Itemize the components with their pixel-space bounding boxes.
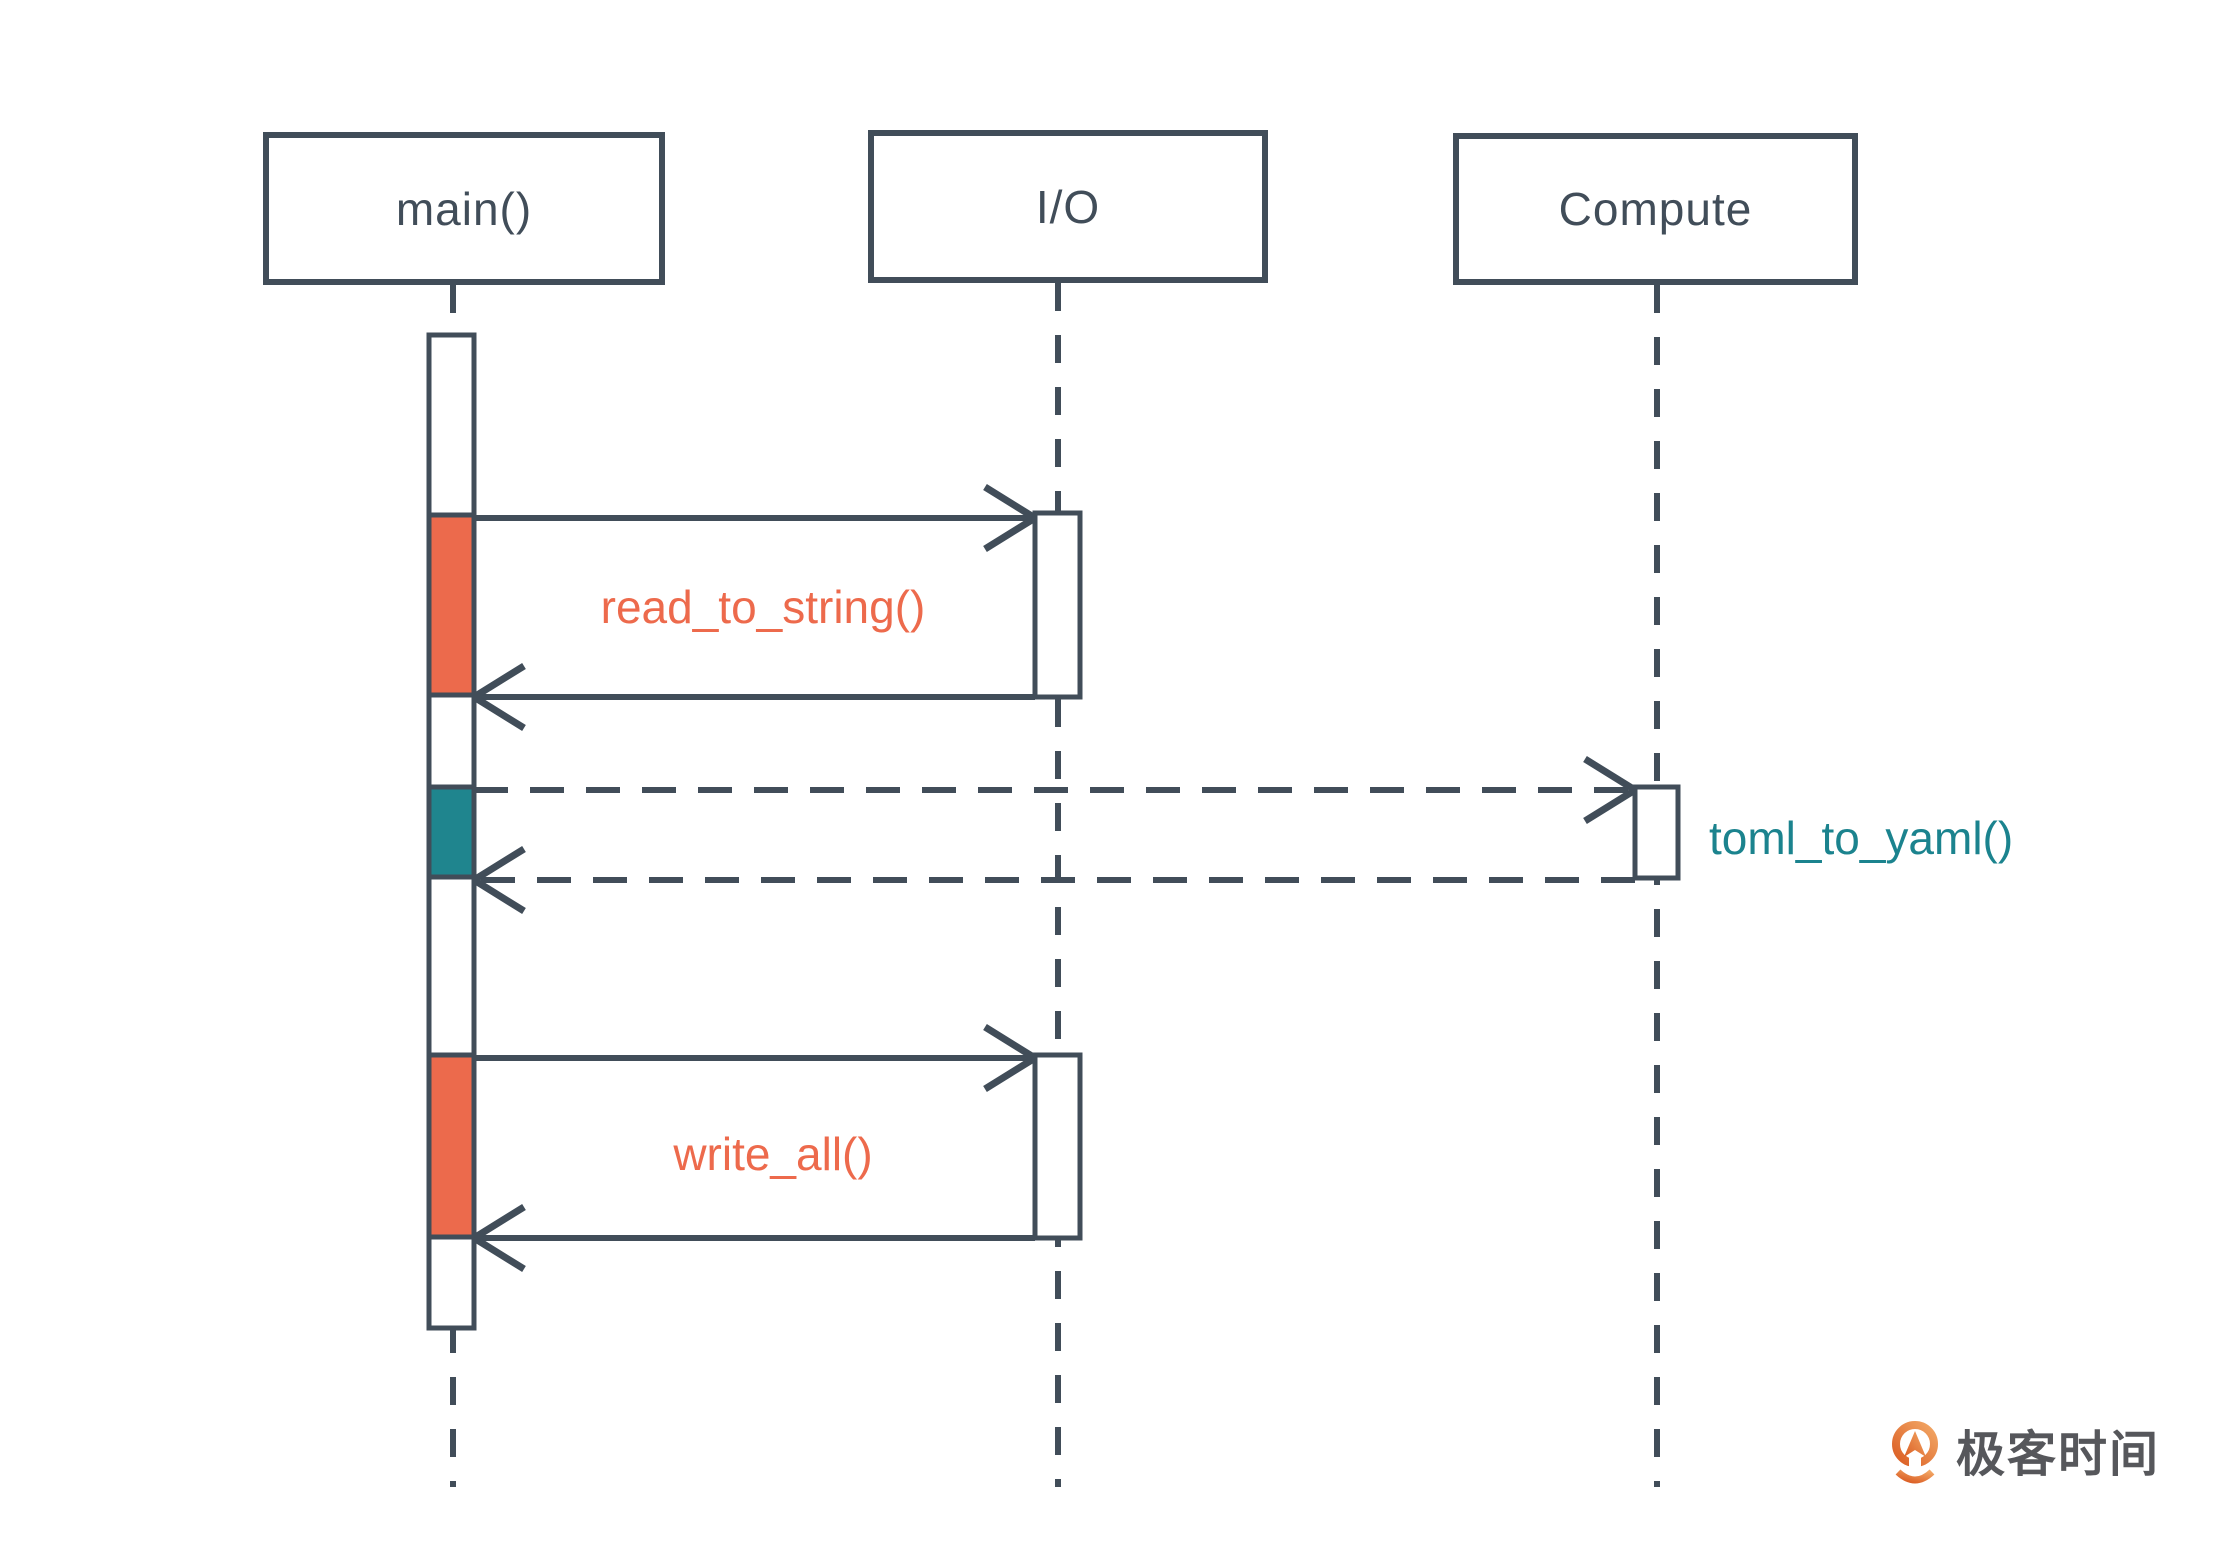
geektime-logo-text: 极客时间 bbox=[1956, 1427, 2161, 1482]
activation-compute bbox=[1632, 784, 1681, 881]
participant-box-compute: Compute bbox=[1453, 133, 1858, 285]
participant-box-io: I/O bbox=[868, 130, 1268, 283]
participant-box-main: main() bbox=[263, 132, 665, 285]
message-label-read-to-string: read_to_string() bbox=[600, 581, 926, 633]
message-label-write-all: write_all() bbox=[673, 1128, 873, 1180]
activation-io-read bbox=[1032, 510, 1083, 700]
activation-main-busy-toml bbox=[426, 784, 477, 880]
message-label-toml-to-yaml: toml_to_yaml() bbox=[1709, 812, 2014, 864]
geektime-logo-icon bbox=[1892, 1421, 1938, 1484]
activation-main-busy-read bbox=[426, 512, 477, 698]
geektime-logo: 极客时间 bbox=[1890, 1418, 2160, 1492]
activation-io-write bbox=[1032, 1052, 1083, 1241]
activation-main-busy-write bbox=[426, 1052, 477, 1240]
